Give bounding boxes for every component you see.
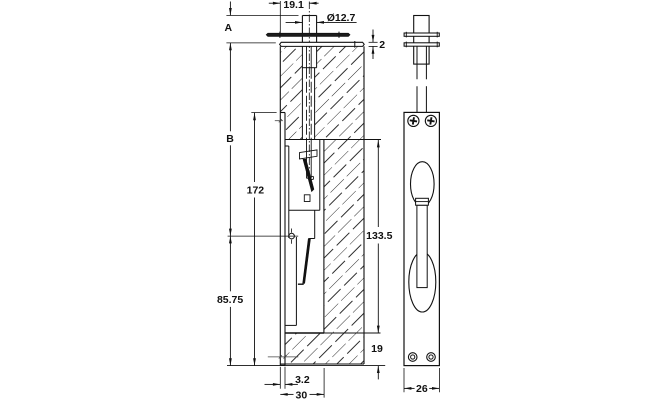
svg-text:85.75: 85.75 bbox=[217, 294, 243, 306]
svg-text:B: B bbox=[226, 133, 234, 145]
svg-text:19: 19 bbox=[371, 343, 383, 355]
svg-text:26: 26 bbox=[416, 383, 428, 395]
svg-text:133.5: 133.5 bbox=[366, 230, 392, 242]
svg-text:2: 2 bbox=[379, 39, 385, 51]
svg-text:Ø12.7: Ø12.7 bbox=[327, 12, 356, 24]
svg-text:A: A bbox=[225, 22, 233, 34]
svg-text:30: 30 bbox=[296, 389, 308, 400]
svg-text:3.2: 3.2 bbox=[295, 374, 310, 386]
svg-text:172: 172 bbox=[247, 184, 265, 196]
svg-text:19.1: 19.1 bbox=[283, 0, 304, 11]
